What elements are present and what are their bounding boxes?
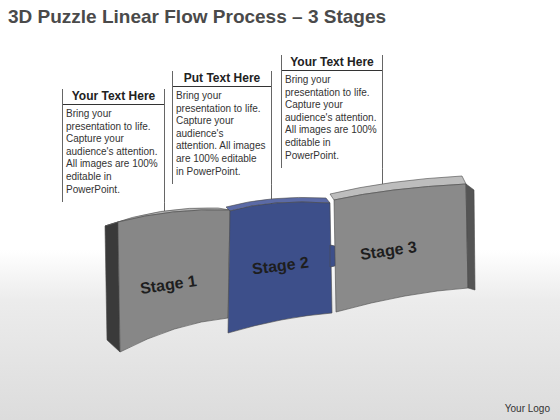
callout-body: Bring your presentation to life. Capture… <box>63 105 164 202</box>
logo-text: Your Logo <box>505 403 550 414</box>
leader-line <box>382 168 383 184</box>
callout-heading: Your Text Here <box>63 89 164 105</box>
text-callout: Put Text HereBring your presentation to … <box>172 71 272 184</box>
leader-segment <box>382 168 383 184</box>
leader-line <box>164 202 165 212</box>
diagram-title: 3D Puzzle Linear Flow Process – 3 Stages <box>8 6 386 28</box>
puzzle-face <box>334 184 468 312</box>
text-callout: Your Text HereBring your presentation to… <box>281 55 383 168</box>
puzzle-face <box>105 222 120 352</box>
puzzle-face <box>118 210 230 352</box>
puzzle-piece: Stage 2 <box>222 195 352 340</box>
puzzle-face <box>228 202 332 333</box>
callout-heading: Your Text Here <box>282 55 382 71</box>
puzzle-piece: Stage 3 <box>328 170 480 325</box>
puzzle-piece: Stage 1 <box>100 198 240 358</box>
callout-heading: Put Text Here <box>173 71 271 87</box>
leader-segment <box>164 202 165 212</box>
puzzle-face <box>466 184 475 290</box>
text-callout: Your Text HereBring your presentation to… <box>62 89 165 202</box>
callout-body: Bring your presentation to life. Capture… <box>173 87 271 184</box>
callout-body: Bring your presentation to life. Capture… <box>282 71 382 168</box>
